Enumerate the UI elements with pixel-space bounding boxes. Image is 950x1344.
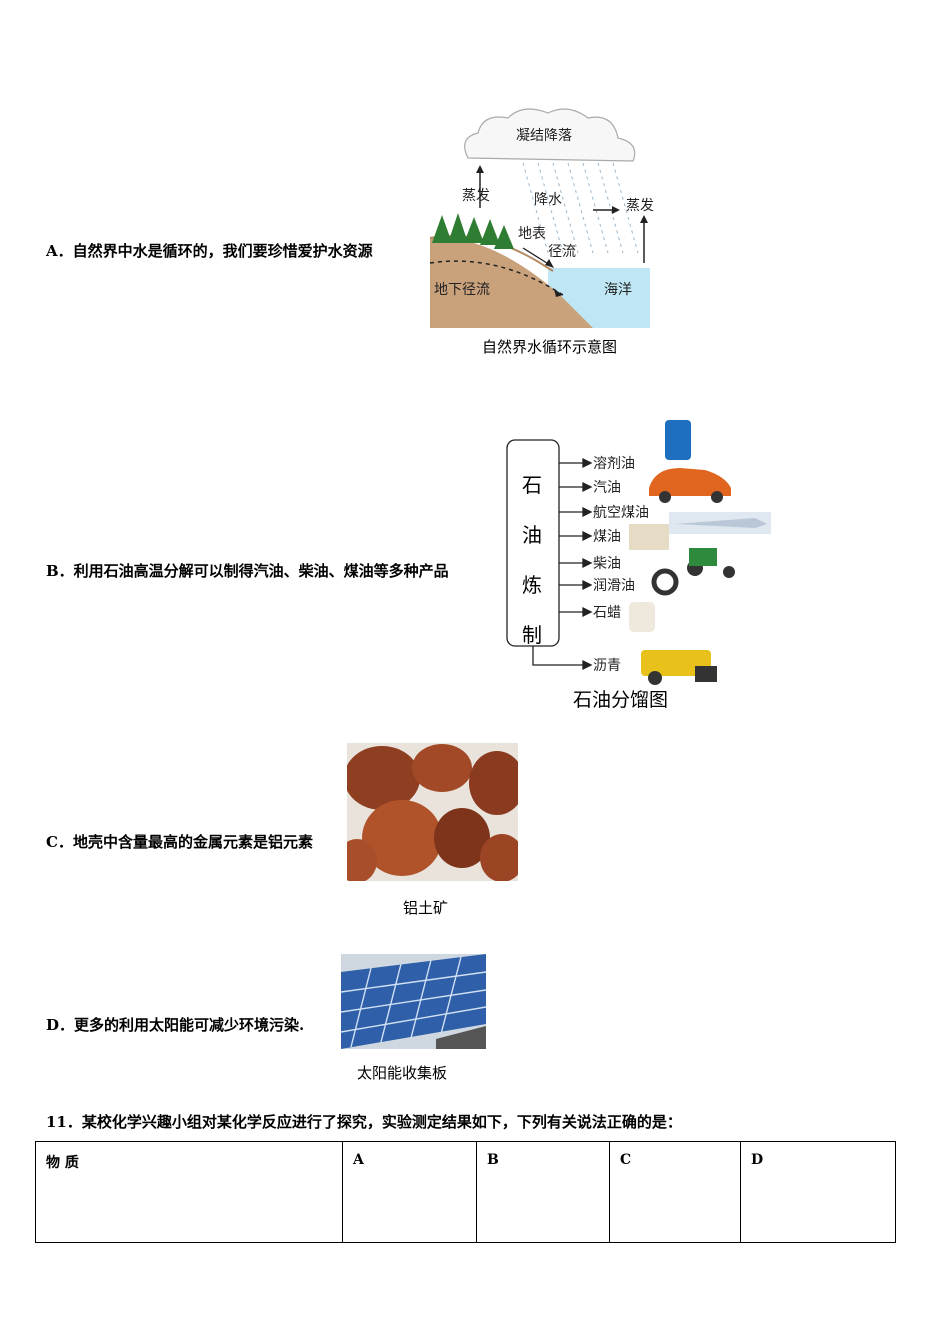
car-image (649, 468, 731, 496)
table-header-b: B (476, 1141, 610, 1243)
label-precip: 降水 (534, 192, 562, 208)
option-b-caption: 石油分馏图 (573, 689, 669, 711)
product-diesel: 柴油 (593, 556, 621, 572)
solar-panel-image (341, 954, 486, 1049)
table-header-substance: 物 质 (35, 1141, 343, 1243)
table-row: 物 质 A B C D (35, 1141, 896, 1243)
solar-panel-illustration (341, 954, 486, 1049)
roller-image (641, 650, 711, 676)
label-ground-runoff: 地下径流 (434, 282, 490, 298)
label-surface: 地表 (518, 226, 546, 242)
box-char-3: 炼 (522, 573, 542, 597)
option-c-caption: 铝土矿 (403, 899, 449, 917)
product-gasoline: 汽油 (593, 480, 621, 496)
option-a-caption: 自然界水循环示意图 (482, 338, 618, 356)
box-char-4: 制 (522, 623, 542, 647)
box-char-1: 石 (522, 473, 542, 497)
water-cycle-diagram: 凝结降落 蒸发 降水 蒸发 地表 径流 地下径流 海洋 (428, 103, 664, 333)
oil-refining-diagram: 石 油 炼 制 溶剂油 汽油 航空煤油 煤油 柴油 润滑油 石蜡 沥青 (505, 418, 775, 688)
option-d-caption: 太阳能收集板 (357, 1064, 448, 1082)
product-jet-fuel: 航空煤油 (593, 505, 649, 521)
tire-image (651, 568, 679, 596)
kerosene-image (629, 524, 669, 550)
product-lubricant: 润滑油 (593, 578, 635, 594)
table-header-d: D (740, 1141, 896, 1243)
product-kerosene: 煤油 (593, 529, 621, 545)
wax-image (629, 602, 655, 632)
label-evap-right: 蒸发 (626, 198, 654, 214)
data-table: 物 质 A B C D (35, 1141, 896, 1243)
bauxite-illustration (337, 744, 525, 883)
option-c-text: C．地壳中含量最高的金属元素是铝元素 (46, 833, 313, 851)
table-header-a: A (342, 1141, 477, 1243)
question-11-text: 11．某校化学兴趣小组对某化学反应进行了探究，实验测定结果如下，下列有关说法正确… (46, 1113, 682, 1131)
box-char-2: 油 (522, 523, 542, 547)
water-cycle-illustration (429, 108, 650, 328)
option-d-text: D．更多的利用太阳能可减少环境污染. (46, 1016, 305, 1034)
product-solvent-oil: 溶剂油 (593, 456, 635, 472)
refining-arrows (506, 420, 771, 685)
table-header-c: C (609, 1141, 741, 1243)
option-b-text: B．利用石油高温分解可以制得汽油、柴油、煤油等多种产品 (46, 562, 449, 580)
refining-box-text: 石 油 炼 制 (522, 460, 542, 660)
option-a-text: A．自然界中水是循环的，我们要珍惜爱护水资源 (46, 242, 373, 260)
product-paraffin: 石蜡 (593, 605, 621, 621)
label-condense: 凝结降落 (516, 128, 572, 144)
bauxite-image (337, 743, 525, 883)
product-asphalt: 沥青 (593, 658, 621, 674)
label-evap-left: 蒸发 (462, 188, 490, 204)
label-runoff: 径流 (548, 244, 576, 260)
barrel-image (665, 420, 691, 460)
label-ocean: 海洋 (604, 282, 632, 298)
